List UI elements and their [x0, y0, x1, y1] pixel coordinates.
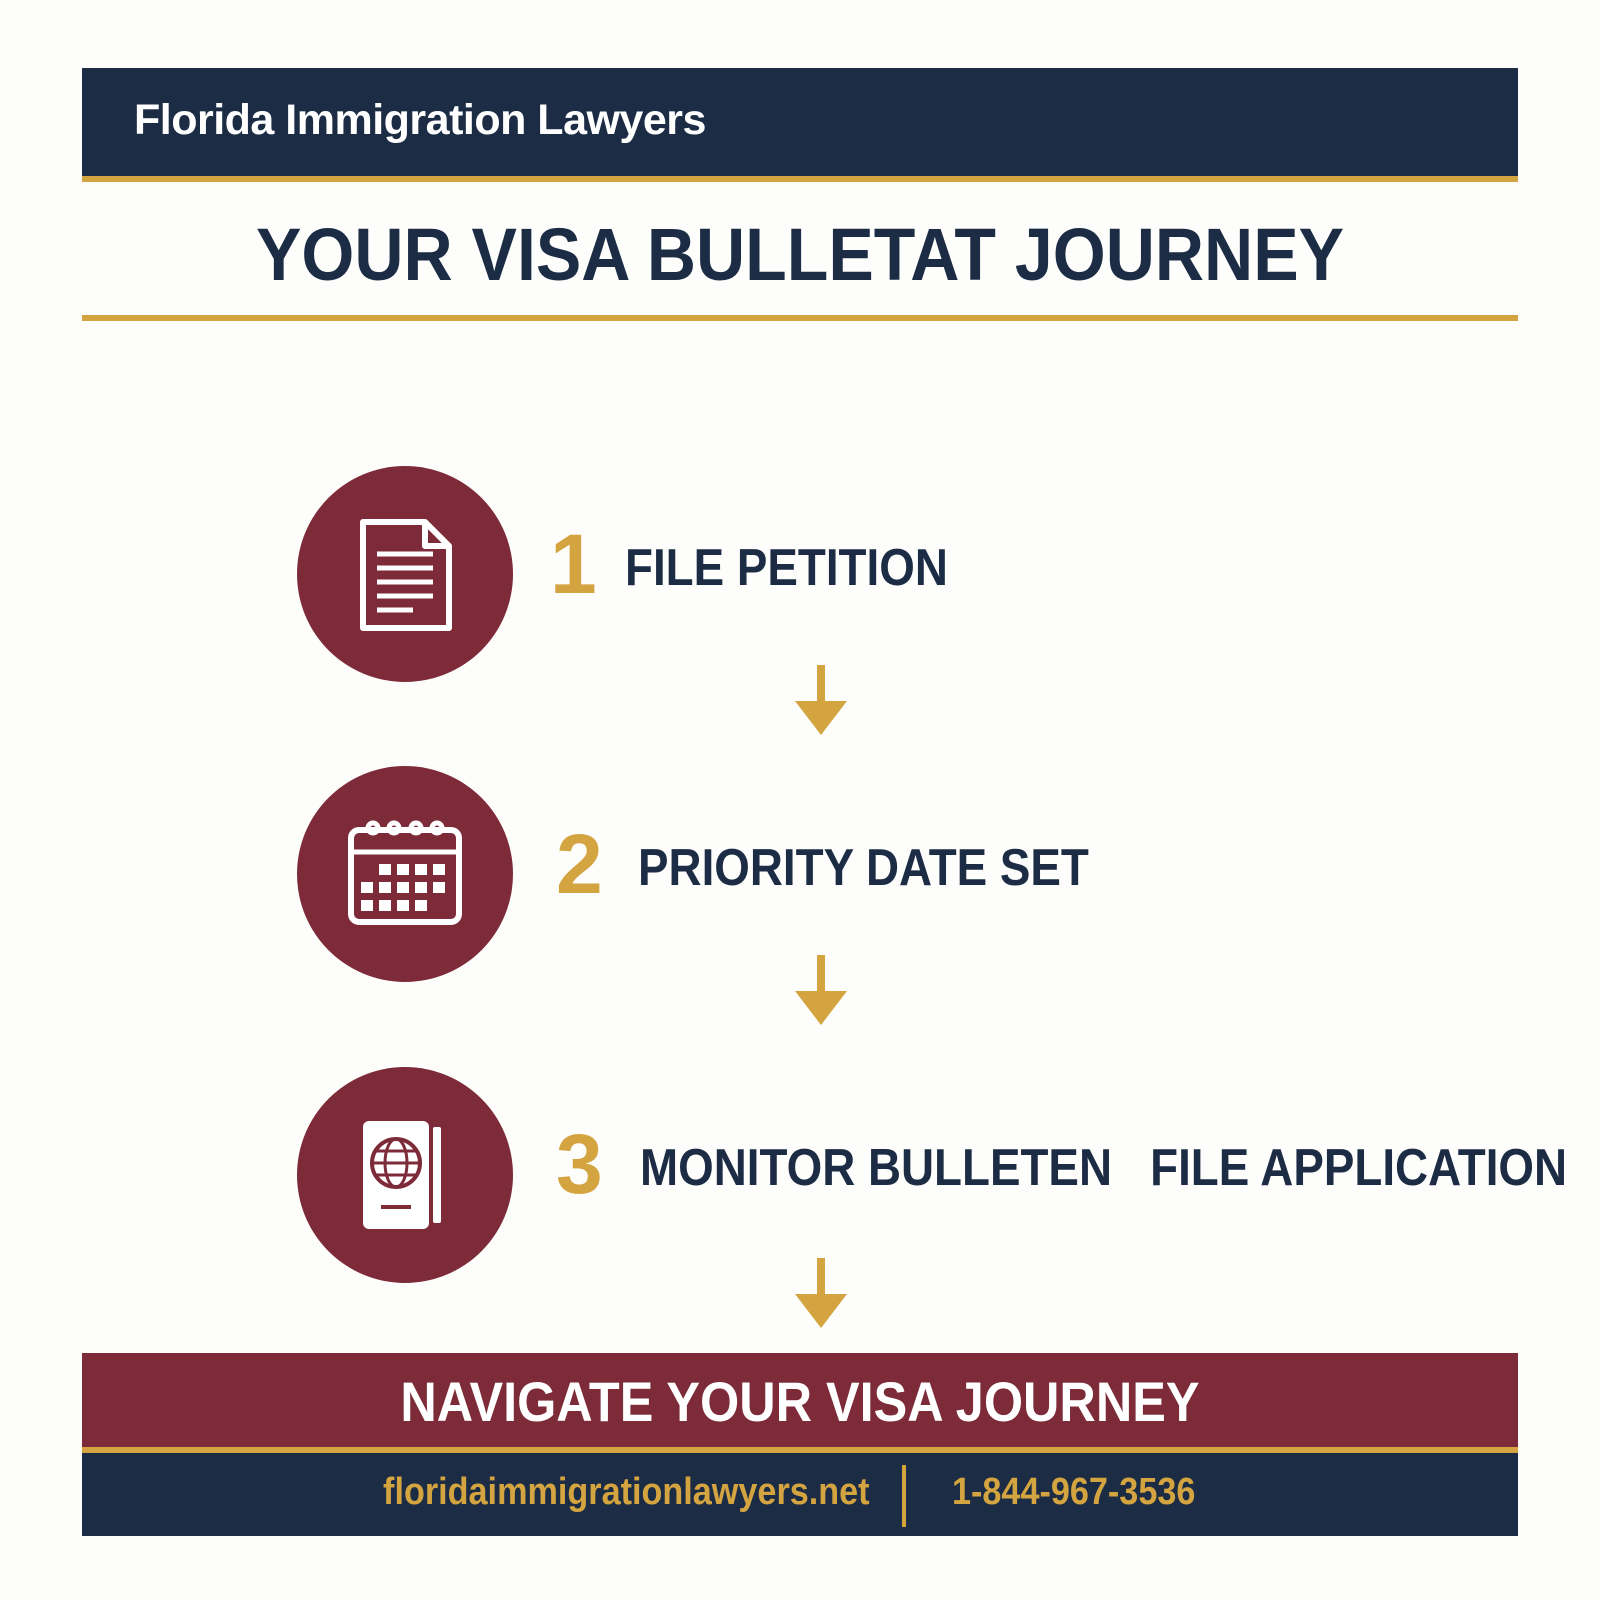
step-2-number: 2 [556, 817, 603, 911]
cta-banner: NAVIGATE YOUR VISA JOURNEY [82, 1353, 1518, 1453]
brand-name: Florida Immigration Lawyers [134, 96, 706, 144]
calendar-icon [348, 820, 462, 925]
footer-divider [902, 1465, 906, 1527]
step-2-badge [297, 766, 513, 982]
arrow-down-icon [795, 955, 847, 1025]
step-3-label: MONITOR BULLETEN FILE APPLICATION [640, 1139, 1568, 1197]
arrow-down-icon [795, 1258, 847, 1328]
step-1-label: FILE PETITION [625, 539, 948, 597]
page-title: YOUR VISA BULLETAT JOURNEY [255, 213, 1345, 296]
step-2-label: PRIORITY DATE SET [638, 839, 1089, 897]
step-1-number: 1 [550, 517, 597, 611]
footer-website-link[interactable]: floridaimmigrationlawyers.net [383, 1471, 870, 1513]
header-bar: Florida Immigration Lawyers [82, 68, 1518, 182]
step-3-badge [297, 1067, 513, 1283]
cta-text: NAVIGATE YOUR VISA JOURNEY [400, 1370, 1200, 1433]
document-icon [360, 519, 452, 631]
step-3-number: 3 [556, 1117, 603, 1211]
footer-phone-link[interactable]: 1-844-967-3536 [952, 1471, 1196, 1513]
title-divider [82, 315, 1518, 321]
footer-bar: floridaimmigrationlawyers.net 1-844-967-… [82, 1453, 1518, 1536]
step-1-badge [297, 466, 513, 682]
arrow-down-icon [795, 665, 847, 735]
passport-icon [363, 1121, 441, 1229]
